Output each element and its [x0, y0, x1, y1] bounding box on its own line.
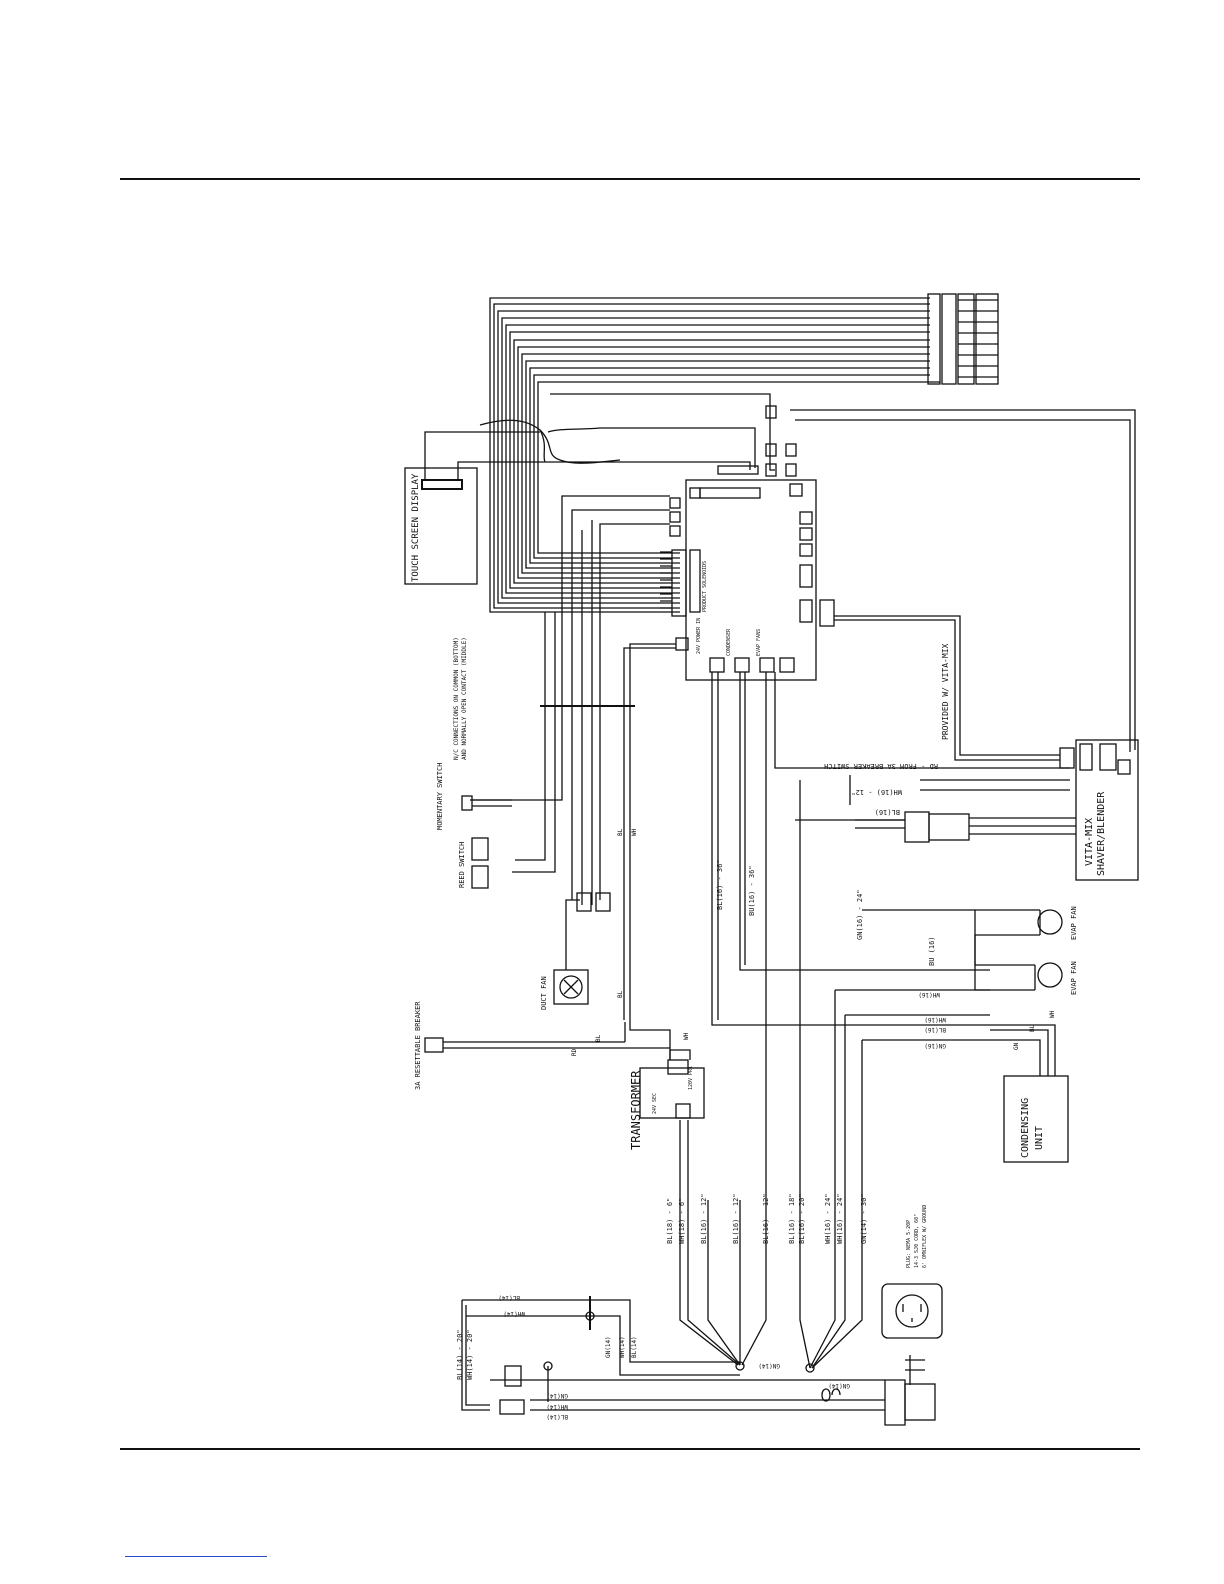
label-bl14-left: BL(14) — [631, 1336, 638, 1358]
label-bl-duct-lower: BL — [617, 990, 624, 998]
evap-fans — [974, 909, 1063, 991]
vitamix-cable — [834, 615, 1075, 769]
label-wh16-a: WH(16) — [918, 991, 940, 998]
label-wh14-20: WH(14) - 20" — [466, 1329, 474, 1380]
footer-rule — [120, 1448, 1140, 1450]
label-gn14-left: GN(14) — [605, 1336, 612, 1358]
label-bl14-bottom: BL(14) — [546, 1413, 568, 1420]
label-wh14-left: WH(14) — [619, 1336, 626, 1358]
label-wh-right: WH — [1049, 1010, 1056, 1018]
label-wh14-top: WH(14) — [503, 1310, 525, 1317]
label-bu16: BU (16) — [928, 936, 936, 966]
label-bl16-b: BL(16) — [924, 1026, 946, 1033]
label-24v-power: 24V POWER IN — [696, 618, 702, 654]
label-bl14-20: BL(14) - 20" — [456, 1329, 464, 1380]
label-bl18-6: BL(18) - 6" — [666, 1198, 674, 1244]
label-vitamix-1: VITA-MIX — [1084, 818, 1095, 866]
label-bl16-36: BL(16) - 36" — [716, 859, 724, 910]
transformer — [639, 1049, 705, 1119]
main-switch-harness — [461, 1296, 885, 1415]
label-wh-transformer: WH — [683, 1032, 690, 1040]
label-bl16-12a: BL(16) - 12" — [700, 1193, 708, 1244]
board-upper-connectors — [550, 393, 1136, 752]
label-momentary-note-1: N/C CONNECTIONS ON COMMON (BOTTOM) — [453, 637, 460, 760]
label-plug-2: 14-3 SJ0 CORD, 60" — [914, 1214, 920, 1268]
label-gn16: GN(16) — [924, 1042, 946, 1049]
plug — [821, 1355, 936, 1426]
label-bl14-top: BL(14) — [498, 1294, 520, 1301]
label-plug-3: 6' OMNIFLEX W/ GROUND — [922, 1205, 928, 1268]
label-bl16-12b: BL(16) - 12" — [732, 1193, 740, 1244]
label-gn14-bottom-1: GN(14) — [546, 1392, 568, 1399]
label-bl-duct: BL — [617, 828, 624, 836]
vitamix-box — [1075, 739, 1139, 881]
label-bl-breaker: BL — [595, 1034, 602, 1042]
duct-fan — [553, 899, 589, 1005]
label-wh16-24a: WH(16) - 24" — [824, 1193, 832, 1244]
solenoid-harness — [489, 297, 940, 613]
label-momentary-note-2: AND NORMALLY OPEN CONTACT (MIDDLE) — [461, 637, 468, 760]
label-duct-fan: DUCT FAN — [540, 976, 548, 1010]
label-gn-right: GN — [1013, 1042, 1020, 1050]
label-provided-vitamix: PROVIDED W/ VITA-MIX — [941, 643, 950, 740]
label-transformer: TRANSFORMER — [629, 1070, 643, 1150]
condensing-unit — [990, 1024, 1069, 1163]
label-touch-screen: TOUCH SCREEN DISPLAY — [411, 473, 421, 582]
label-evap-fans: EVAP FANS — [756, 629, 762, 656]
label-evap-fan-1: EVAP FAN — [1070, 906, 1078, 940]
control-board — [660, 479, 835, 681]
label-product-solenoids: PRODUCT SOLENOIDS — [702, 561, 708, 612]
label-wh-duct: WH — [631, 828, 638, 836]
label-rd-breaker: RD - FROM 3A BREAKER SWITCH — [824, 762, 938, 770]
label-bl16-20: BL(16) - 20" — [798, 1193, 806, 1244]
label-gn14-splice: GN(14) — [758, 1362, 780, 1369]
splice-points — [679, 1120, 863, 1373]
label-wh16-24b: WH(16) - 24" — [836, 1193, 844, 1244]
momentary-switch — [461, 795, 512, 811]
label-gn16-24: GN(16) - 24" — [856, 889, 864, 940]
label-rd-breaker-wire: RD — [571, 1048, 578, 1056]
touch-screen-display — [404, 419, 759, 585]
footer-link-underline[interactable] — [125, 1556, 267, 1557]
receptacle — [881, 1283, 943, 1339]
label-gn14-30: GN(14) - 30" — [860, 1193, 868, 1244]
label-wh14-bottom: WH(14) — [546, 1403, 568, 1410]
reed-switch — [471, 837, 489, 889]
label-wh16-12: WH(16) - 12" — [851, 788, 902, 796]
switch-harness — [470, 495, 676, 1060]
inline-connector — [855, 811, 1076, 843]
label-condensing-1: CONDENSING — [1020, 1098, 1031, 1158]
label-bl-right: BL — [1029, 1024, 1036, 1032]
label-reed-switch: REED SWITCH — [458, 842, 466, 888]
label-evap-fan-2: EVAP FAN — [1070, 961, 1078, 995]
label-vitamix-2: SHAVER/BLENDER — [1096, 791, 1107, 876]
label-wh18-6: WH(18) - 6" — [678, 1198, 686, 1244]
label-plug-1: PLUG: NEMA 5-20P — [906, 1220, 912, 1268]
label-momentary-switch: MOMENTARY SWITCH — [436, 763, 444, 830]
label-gn14-plug: GN(14) — [828, 1382, 850, 1389]
breaker — [424, 1022, 670, 1053]
label-bl16-top: BL(16) — [875, 808, 900, 816]
label-bl16-12c: BL(16) - 12" — [762, 1193, 770, 1244]
top-connector-block — [927, 293, 999, 385]
label-transformer-pri: 120V PRI — [688, 1066, 694, 1090]
main-power-lines — [711, 672, 1070, 1200]
header-rule — [120, 178, 1140, 180]
duct-fan-relays — [576, 892, 611, 912]
label-condensing-2: UNIT — [1034, 1126, 1045, 1150]
label-wh16-b: WH(16) — [924, 1016, 946, 1023]
label-bl16-18: BL(16) - 18" — [788, 1193, 796, 1244]
label-bu16-36: BU(16) - 36" — [748, 865, 756, 916]
label-transformer-sec: 24V SEC — [652, 1093, 658, 1114]
label-breaker: 3A RESETTABLE BREAKER — [414, 1001, 422, 1090]
label-condenser: CONDENSER — [726, 628, 732, 656]
